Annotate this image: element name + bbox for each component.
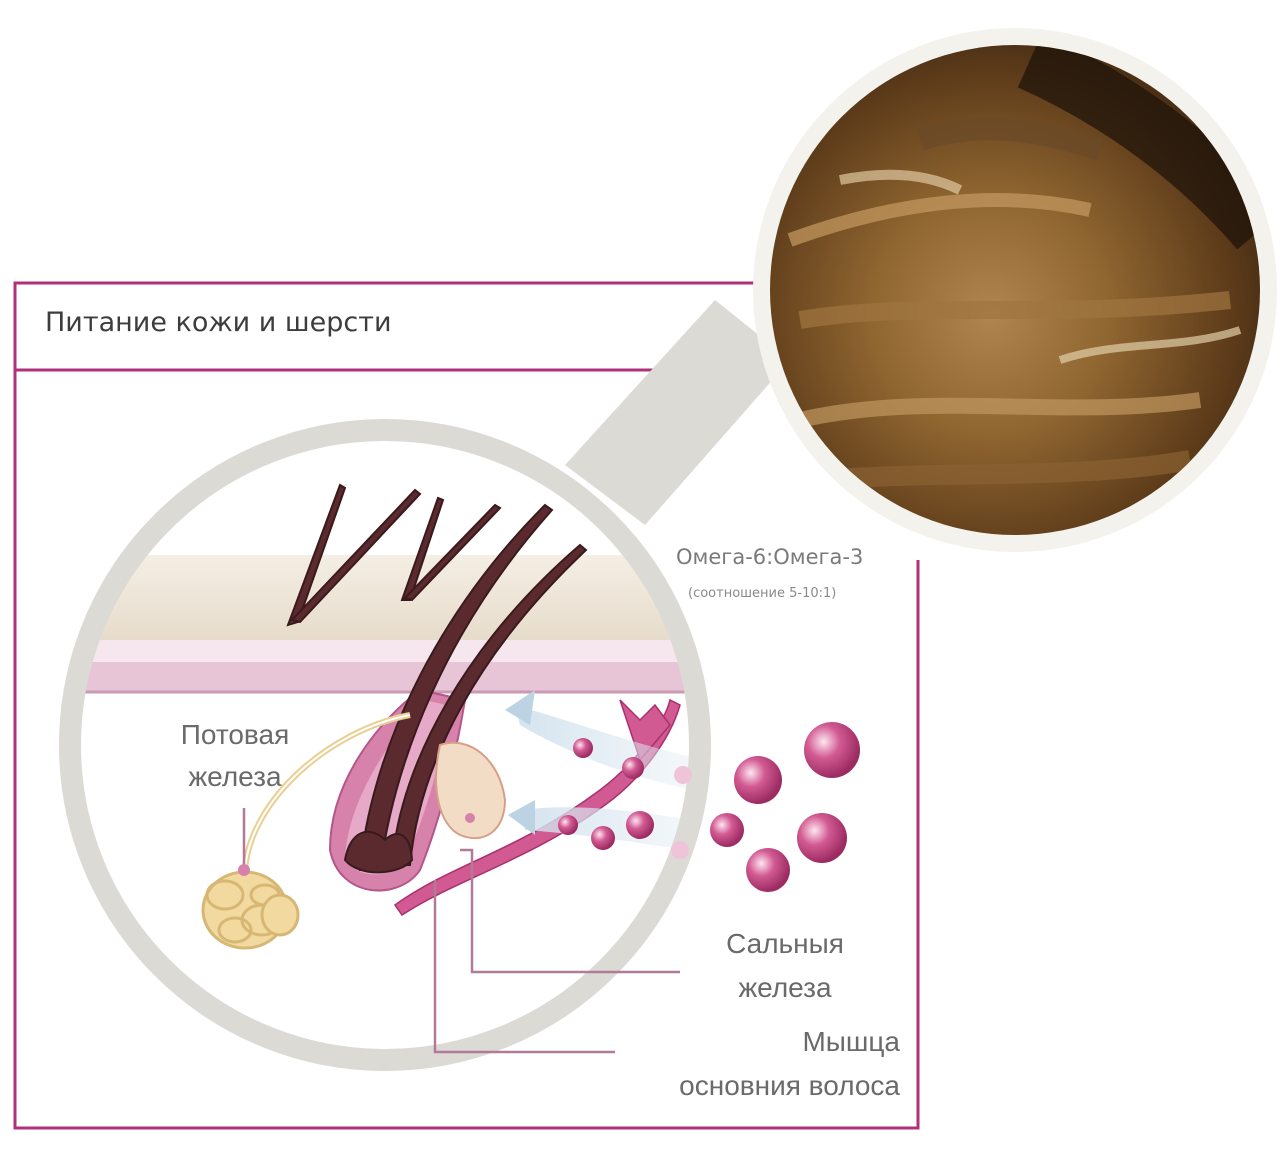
sweat-gland-label-line2: железа <box>160 756 310 798</box>
sebaceous-label-line1: Сальныя <box>690 922 880 966</box>
skin-pink-layer <box>60 640 720 662</box>
sweat-gland-marker <box>238 864 250 876</box>
omega-label: Омега-6:Омега-3 <box>676 545 863 569</box>
omega-ratio: (соотношение 5-10:1) <box>688 586 836 601</box>
muscle-label-line1: Мышца <box>615 1020 900 1064</box>
hair-muscle-label: Мышца основния волоса <box>615 1020 900 1108</box>
fur-closeup-icon <box>753 28 1277 552</box>
diagram-title: Питание кожи и шерсти <box>45 307 392 338</box>
muscle-label-line2: основния волоса <box>615 1064 900 1108</box>
sebaceous-gland-label: Сальныя железа <box>690 922 880 1010</box>
sweat-gland-label: Потовая железа <box>160 714 310 798</box>
sebaceous-label-line2: железа <box>690 966 880 1010</box>
sweat-gland-label-line1: Потовая <box>160 714 310 756</box>
epidermis-layer <box>60 662 720 692</box>
skin-upper-layer <box>60 555 720 640</box>
